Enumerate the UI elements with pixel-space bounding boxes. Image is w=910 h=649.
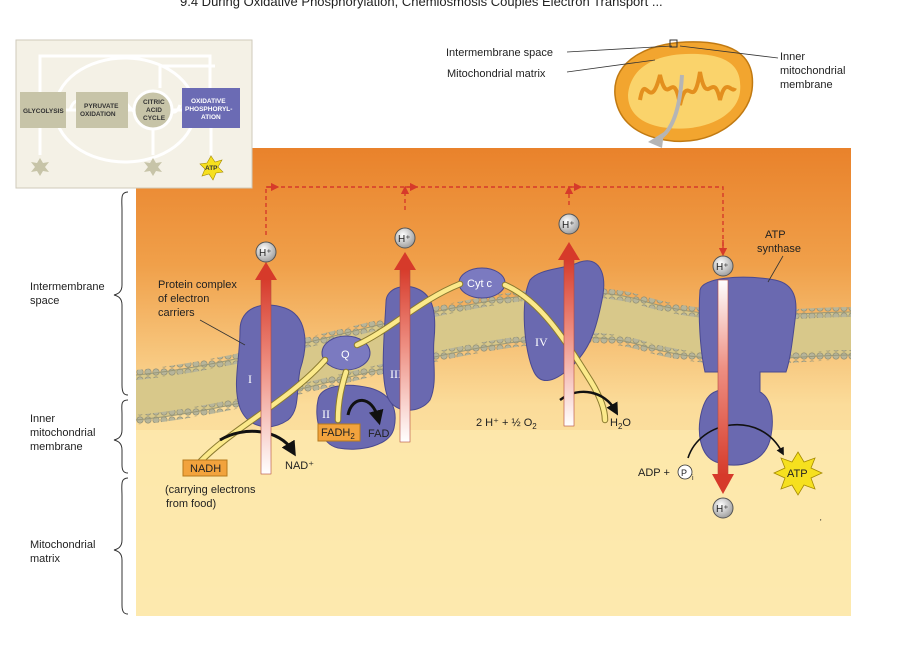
ubiquinone-Q-label: Q [341,349,350,361]
inset-starburst-2 [144,158,162,176]
adp-to-atp-arrow [687,423,784,459]
inset-oxphos: OXIDATIVE PHOSPHORYL- ATION [185,98,234,121]
complex-IV-label: IV [535,335,548,349]
adp-label: ADP + [638,467,670,479]
proton-arrow-atp-synthase [712,279,734,494]
carrying-electrons-label: (carrying electrons from food) [165,484,259,510]
mito-zoom-box [669,39,678,48]
water-equation-label: 2 H⁺ + ½ O2 [476,417,537,431]
complex-I-label: I [248,372,252,386]
complex-II-label: II [322,407,330,421]
complex-III-label: III [390,367,402,381]
label-intermembrane-side: Intermembrane space [30,281,108,307]
svg-text:H⁺: H⁺ [259,248,272,259]
h2o-label: H2O [610,417,631,431]
inset-atp: ATP [205,165,218,172]
svg-text:H⁺: H⁺ [716,504,729,515]
proton-arrow-complex-IV [558,242,580,427]
label-protein-complex: Protein complex of electron carriers [158,279,240,319]
cytochrome-c-label: Cyt c [467,278,493,290]
fadh2-label: FADH2 [321,427,355,441]
atp-starburst [773,451,823,496]
inset-atp-starburst [199,155,224,181]
label-mito-matrix: Mitochondrial matrix [447,68,546,80]
hplus-ion-IV: H⁺ [558,213,580,235]
overview-inset: GLYCOLYSIS PYRUVATE OXIDATION CITRIC ACI… [15,39,253,189]
side-brace [113,191,129,615]
svg-text:P: P [681,468,687,478]
phosphate-pi: P i [677,464,694,482]
svg-text:H⁺: H⁺ [716,262,729,273]
label-inner-membrane-side: Inner mitochondrial membrane [30,413,98,453]
label-matrix-side: Mitochondrial matrix [30,539,98,565]
faded-header: 9.4 During Oxidative Phosphorylation, Ch… [180,0,663,9]
svg-text:i: i [692,475,694,482]
nad-plus-label: NAD⁺ [285,460,314,472]
atp-label: ATP [787,468,808,480]
fad-label: FAD [368,428,389,440]
mitochondrion-illustration [614,39,754,148]
inset-glycolysis: GLYCOLYSIS [23,108,64,115]
inset-citric: CITRIC ACID CYCLE [143,99,166,122]
label-mito-intermembrane: Intermembrane space [446,47,553,59]
label-mito-inner-membrane: Inner mitochondrial membrane [780,51,848,91]
inset-pyruvate-box [76,92,128,128]
fadh2-to-fad-arrow [346,398,384,426]
hplus-ion-synthase-bottom: H⁺ [712,497,734,519]
hplus-ion-synthase-top: H⁺ [712,255,734,277]
nadh-box [182,459,228,477]
proton-return-path [265,186,724,250]
nadh-label: NADH [190,463,221,475]
hplus-ion-III: H⁺ [394,227,416,249]
label-atp-synthase: ATP synthase [757,229,801,255]
inset-starburst-1 [31,158,49,176]
svg-text:H⁺: H⁺ [562,220,575,231]
inset-glycolysis-box [20,92,66,128]
proton-arrow-complex-III [394,252,416,443]
fadh2-box [317,423,361,442]
hplus-ion-I: H⁺ [255,241,277,263]
proton-arrow-complex-I [255,262,277,475]
inset-oxphos-box [182,88,240,128]
inset-pyruvate: PYRUVATE OXIDATION [80,103,120,118]
svg-text:H⁺: H⁺ [398,234,411,245]
stray-mark: ' [820,518,822,527]
